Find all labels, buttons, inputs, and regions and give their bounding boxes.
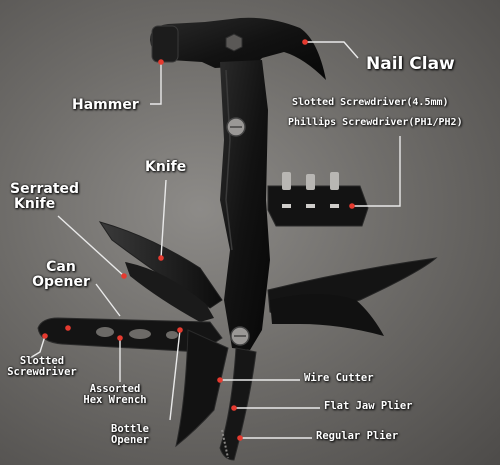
marker-bottle-opener xyxy=(177,327,183,333)
plier-jaw-left xyxy=(175,329,229,448)
marker-wire-cutter xyxy=(217,377,223,383)
label-can-opener-line2: Opener xyxy=(32,273,90,290)
marker-regular-plier xyxy=(237,435,243,441)
knife-blade xyxy=(98,221,223,309)
label-knife: Knife xyxy=(145,159,187,175)
label-slotted-screwdriver: Slotted Screwdriver xyxy=(0,355,84,379)
leader-screwdriver xyxy=(352,136,401,207)
label-slotted-line2: Screwdriver xyxy=(7,366,77,379)
serrated-knife-blade xyxy=(125,262,214,322)
label-hex-wrench: Assorted Hex Wrench xyxy=(76,383,154,407)
label-hammer: Hammer xyxy=(72,97,139,113)
leader-serrated-knife xyxy=(57,215,125,277)
label-slotted-line1: Slotted xyxy=(19,355,65,367)
bit-holder xyxy=(267,185,369,227)
label-flat-jaw-plier: Flat Jaw Plier xyxy=(324,400,413,412)
leader-knife xyxy=(160,179,167,259)
label-can-opener-line1: Can xyxy=(46,259,76,275)
label-serrated-line2: Knife xyxy=(14,195,56,212)
label-slotted-screwdriver-bit: Slotted Screwdriver(4.5mm) xyxy=(292,97,449,108)
label-hex-line1: Assorted xyxy=(89,383,141,395)
marker-slotted-screwdriver xyxy=(42,333,48,339)
label-bottle-line1: Bottle xyxy=(111,423,149,435)
marker-can-opener xyxy=(65,325,71,331)
right-wide-blade xyxy=(270,294,384,336)
label-serrated-knife: Serrated Knife xyxy=(10,182,79,211)
marker-nail-claw xyxy=(302,39,308,45)
marker-knife xyxy=(158,255,164,261)
label-wire-cutter: Wire Cutter xyxy=(304,372,374,384)
label-bottle-opener: Bottle Opener xyxy=(100,423,160,447)
marker-hammer xyxy=(158,59,164,65)
hex-hole xyxy=(225,33,243,52)
hammer-face xyxy=(151,25,179,63)
marker-serrated-knife xyxy=(121,273,127,279)
leader-nail-claw xyxy=(305,41,359,59)
label-hex-line2: Hex Wrench xyxy=(83,394,147,407)
screwdriver-bits xyxy=(282,172,339,208)
marker-hex-wrench xyxy=(117,335,123,341)
plier-jaw-right xyxy=(219,347,257,461)
label-nail-claw: Nail Claw xyxy=(366,54,455,74)
leader-can-opener xyxy=(95,283,121,317)
label-regular-plier: Regular Plier xyxy=(316,430,399,442)
marker-flat-jaw xyxy=(231,405,237,411)
label-can-opener: Can Opener xyxy=(24,260,98,289)
label-serrated-line1: Serrated xyxy=(10,181,80,197)
leader-slotted-screwdriver xyxy=(29,335,46,359)
leader-hammer xyxy=(150,62,162,105)
label-phillips-screwdriver-bit: Phillips Screwdriver(PH1/PH2) xyxy=(288,117,463,128)
marker-screwdriver xyxy=(349,203,355,209)
leader-bottle-opener xyxy=(169,329,181,421)
label-bottle-line2: Opener xyxy=(111,434,149,447)
